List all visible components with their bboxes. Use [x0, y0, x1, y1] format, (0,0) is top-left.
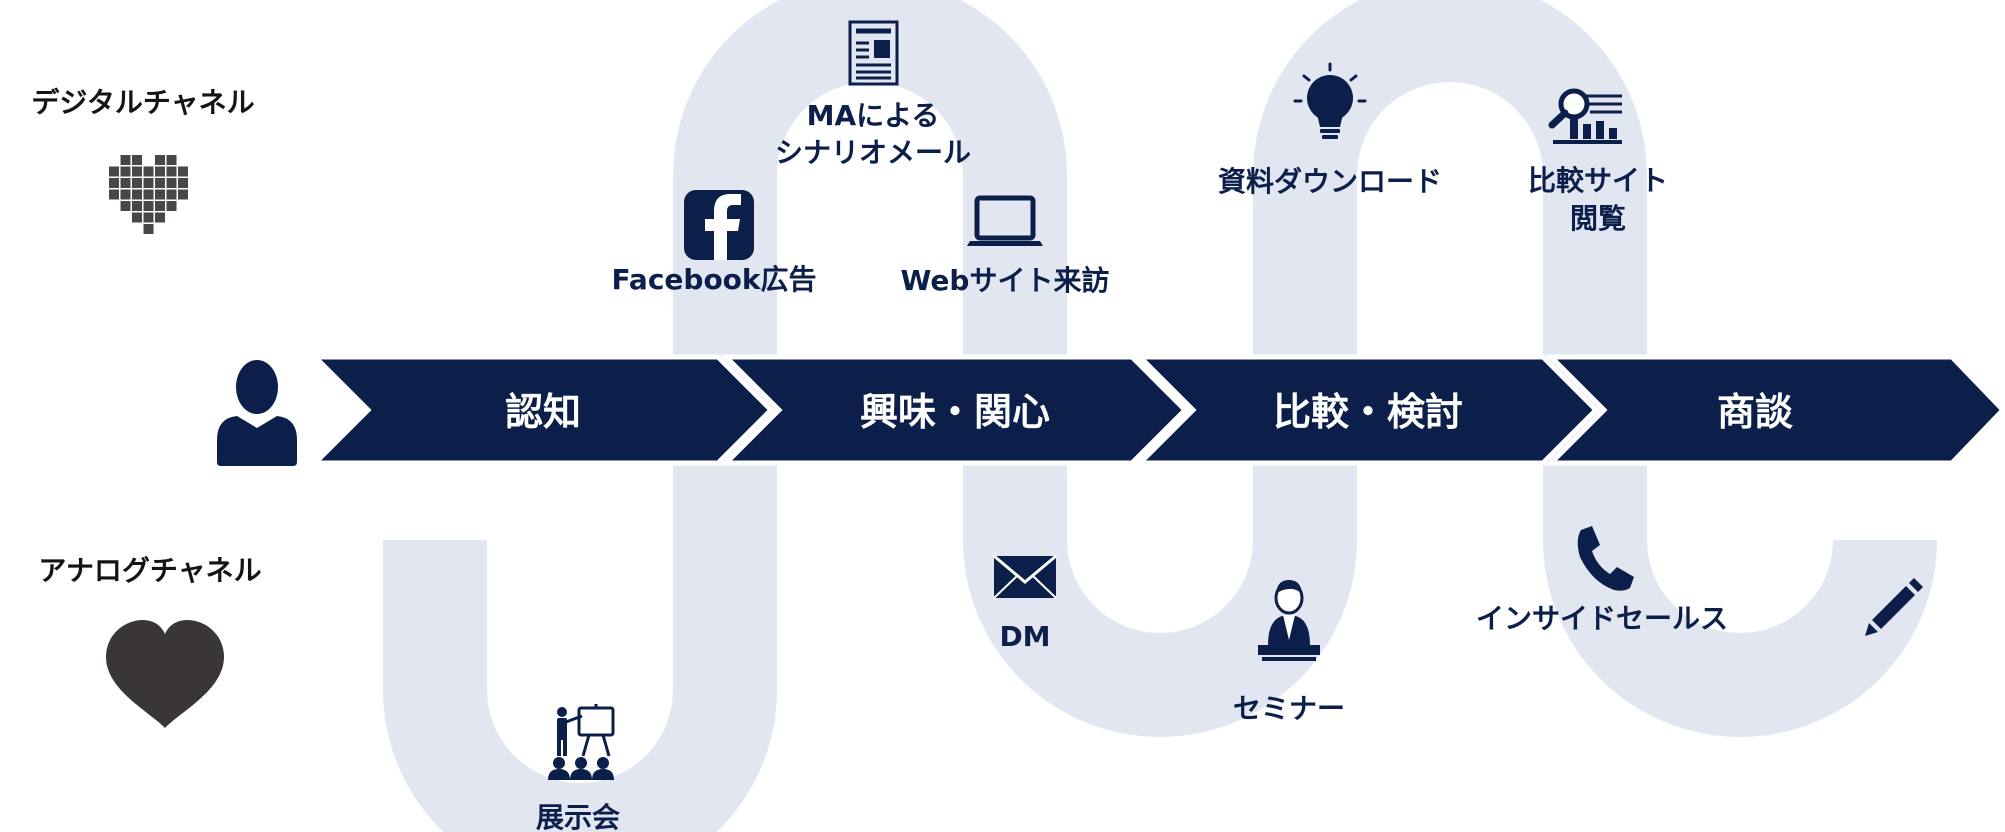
- pixel-heart-cell: [120, 201, 131, 211]
- speaker-icon: [1258, 580, 1320, 661]
- pixel-heart-cell: [143, 166, 154, 177]
- search-chart-icon: [1548, 88, 1622, 144]
- pixel-heart-cell: [178, 166, 188, 177]
- pixel-heart-cell: [178, 178, 188, 188]
- pixel-heart-cell: [155, 212, 165, 223]
- pixel-heart-icon: [109, 155, 188, 234]
- pixel-heart-cell: [132, 201, 142, 211]
- presentation-icon: [548, 704, 615, 780]
- pixel-heart-cell: [166, 201, 177, 211]
- ma-scenario-mail-label-line1: MAによる: [807, 99, 940, 132]
- comparison-site-label-line2: 閲覧: [1570, 202, 1626, 235]
- stage-chevron-4: 商談: [1544, 354, 2005, 466]
- pixel-heart-cell: [166, 189, 177, 200]
- pixel-heart-cell: [166, 155, 177, 165]
- pixel-heart-cell: [155, 178, 165, 188]
- pixel-heart-cell: [132, 189, 142, 200]
- comparison-site-label-line1: 比較サイト: [1528, 164, 1668, 197]
- pixel-heart-cell: [109, 178, 119, 188]
- website-visit-label: Webサイト来訪: [901, 264, 1110, 297]
- person-icon: [217, 360, 297, 466]
- pixel-heart-cell: [143, 189, 154, 200]
- seminar-label: セミナー: [1233, 692, 1345, 725]
- inside-sales-label: インサイドセールス: [1476, 602, 1728, 635]
- pixel-heart-cell: [120, 178, 131, 188]
- pixel-heart-cell: [143, 224, 154, 234]
- pixel-heart-cell: [132, 178, 142, 188]
- pixel-heart-cell: [155, 189, 165, 200]
- journey-serpentine-path: [383, 0, 1937, 832]
- stage-chevron-1: 認知: [308, 354, 775, 466]
- stage-label-awareness: 認知: [505, 390, 581, 434]
- facebook-ad-label: Facebook広告: [611, 263, 816, 296]
- dm-label: DM: [999, 620, 1050, 653]
- pixel-heart-cell: [143, 201, 154, 211]
- pixel-heart-cell: [155, 201, 165, 211]
- document-download-label: 資料ダウンロード: [1218, 165, 1442, 198]
- lightbulb-icon: [1293, 62, 1367, 139]
- newsletter-icon: [848, 20, 899, 86]
- ma-scenario-mail-label-line2: シナリオメール: [775, 136, 971, 169]
- heart-icon: [106, 620, 224, 728]
- pixel-heart-cell: [120, 155, 131, 165]
- pixel-heart-cell: [155, 166, 165, 177]
- pixel-heart-cell: [132, 155, 142, 165]
- phone-icon: [1577, 526, 1634, 591]
- stage-chevron-3: 比較・検討: [1133, 354, 1600, 466]
- pixel-heart-cell: [178, 189, 188, 200]
- digital-channel-label: デジタルチャネル: [31, 86, 254, 119]
- pixel-heart-cell: [166, 166, 177, 177]
- laptop-icon: [967, 195, 1043, 246]
- pixel-heart-cell: [120, 189, 131, 200]
- envelope-icon: [993, 554, 1057, 599]
- pixel-heart-cell: [166, 178, 177, 188]
- pixel-heart-cell: [109, 189, 119, 200]
- analog-channel-label: アナログチャネル: [38, 554, 261, 587]
- pixel-heart-cell: [143, 212, 154, 223]
- exhibition-label: 展示会: [536, 801, 620, 832]
- stage-chevron-2: 興味・関心: [719, 354, 1189, 466]
- pixel-heart-cell: [132, 212, 142, 223]
- pixel-heart-cell: [143, 178, 154, 188]
- stage-label-interest: 興味・関心: [860, 390, 1050, 434]
- pencil-icon: [1865, 578, 1923, 636]
- pixel-heart-cell: [120, 166, 131, 177]
- pixel-heart-cell: [155, 155, 165, 165]
- pixel-heart-cell: [132, 166, 142, 177]
- stage-label-comparison: 比較・検討: [1273, 390, 1463, 434]
- pixel-heart-cell: [109, 166, 119, 177]
- stage-label-negotiation: 商談: [1717, 390, 1793, 434]
- facebook-icon: [684, 190, 754, 260]
